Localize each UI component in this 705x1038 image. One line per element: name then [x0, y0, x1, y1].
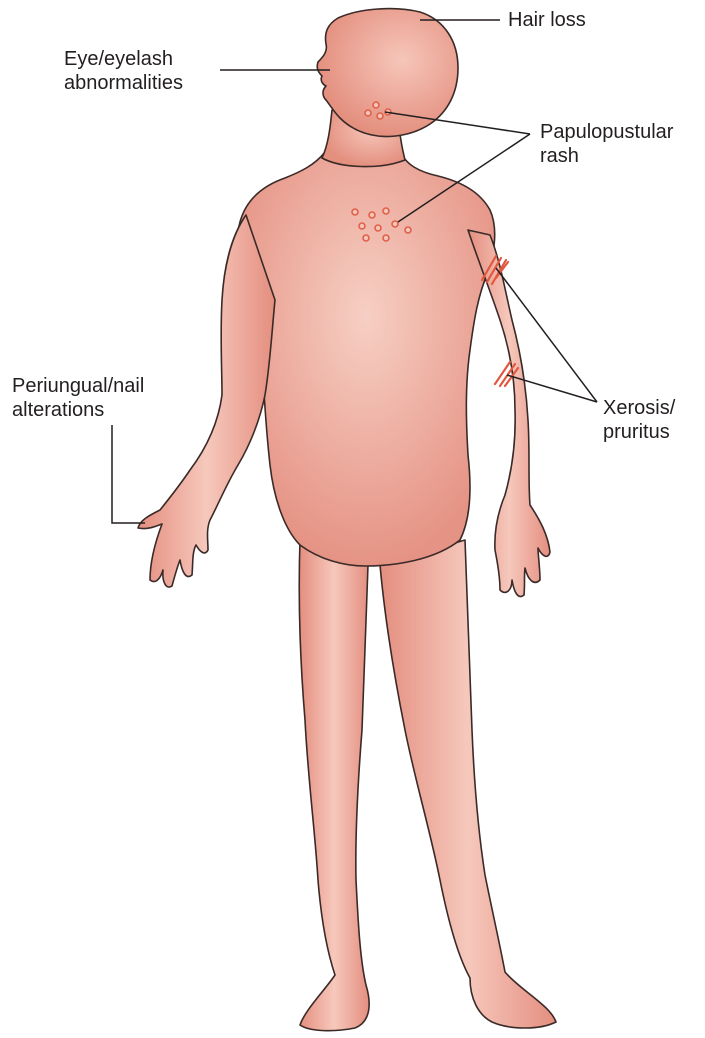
label-nail-line2: alterations — [12, 398, 144, 422]
label-eye-line2: abnormalities — [64, 71, 183, 95]
label-xerosis: Xerosis/ pruritus — [603, 396, 675, 444]
human-figure — [138, 9, 556, 1031]
label-papulo-line2: rash — [540, 144, 673, 168]
left-arm — [138, 215, 275, 587]
label-eye-line1: Eye/eyelash — [64, 47, 183, 71]
label-nail-line1: Periungual/nail — [12, 374, 144, 398]
label-papulopustular: Papulopustular rash — [540, 120, 673, 168]
right-leg — [380, 540, 556, 1028]
label-xerosis-line2: pruritus — [603, 420, 675, 444]
label-hair-loss: Hair loss — [508, 8, 586, 32]
label-nail: Periungual/nail alterations — [12, 374, 144, 422]
label-eye-eyelash: Eye/eyelash abnormalities — [64, 47, 183, 95]
label-xerosis-line1: Xerosis/ — [603, 396, 675, 420]
label-papulo-line1: Papulopustular — [540, 120, 673, 144]
label-hair-loss-text: Hair loss — [508, 8, 586, 32]
torso — [238, 150, 495, 566]
nail-leader — [112, 425, 145, 523]
head — [317, 9, 458, 137]
left-leg — [299, 540, 369, 1031]
